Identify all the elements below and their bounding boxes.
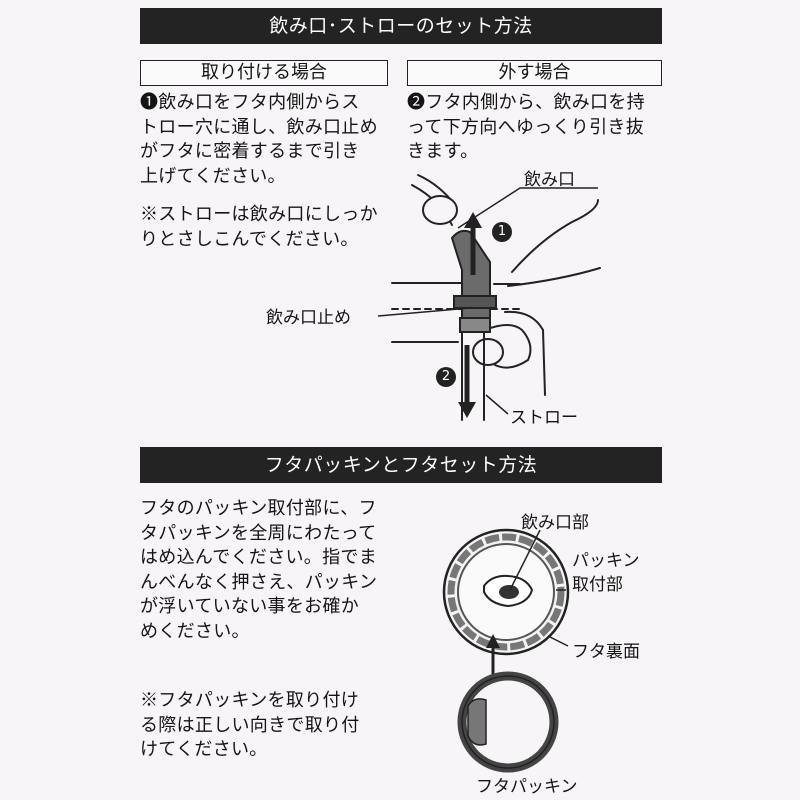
section-title-packing: フタパッキンとフタセット方法: [140, 447, 662, 483]
label-lid-back: フタ裏面: [572, 642, 640, 662]
attach-heading: 取り付ける場合: [140, 60, 388, 86]
step-1-marker: [492, 222, 512, 242]
section-title-straw: 飲み口･ストローのセット方法: [140, 8, 662, 44]
label-packing-mount-line1: パッキン: [572, 551, 640, 571]
step-1-number: 1: [497, 224, 507, 239]
packing-instructions: フタのパッキン取付部に、フ タパッキンを全周にわたって はめ込んでください。指で…: [140, 498, 378, 642]
label-mouthpiece: 飲み口: [524, 170, 575, 190]
label-stopper: 飲み口止め: [266, 308, 351, 328]
packing-note: ※フタパッキンを取り付け る際は正しい向きで取り付 けてください。: [140, 690, 360, 760]
label-mouthpiece-part: 飲み口部: [521, 513, 589, 533]
attach-note: ※ストローは飲み口にしっか りとさしこんでください。: [140, 204, 378, 250]
attach-step-text: ❶飲み口をフタ内側からス トロー穴に通し、飲み口止め がフタに密着するまで引き …: [140, 92, 378, 187]
label-packing-mount-line2: 取付部: [572, 575, 623, 595]
remove-step-text: ❷フタ内側から、飲み口を持 って下方向へゆっくり引き抜 きます。: [407, 92, 645, 162]
step-2-number: 2: [441, 369, 451, 384]
label-lid-packing: フタパッキン: [476, 777, 578, 797]
remove-heading: 外す場合: [407, 60, 662, 86]
step-2-marker: [436, 367, 456, 387]
label-straw: ストロー: [510, 408, 578, 428]
